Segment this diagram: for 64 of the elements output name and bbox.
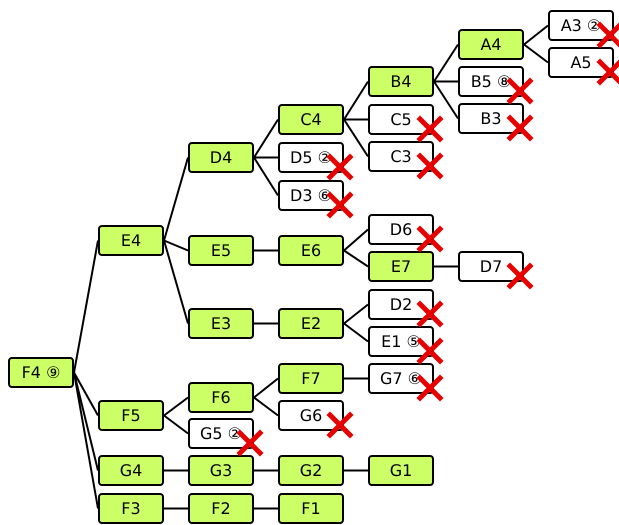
expanded-node-box: F4 ⑨ <box>8 357 74 388</box>
connector-line <box>163 396 189 416</box>
expanded-node-box: F3 <box>98 493 164 524</box>
connector-line <box>344 118 368 120</box>
connector-line <box>343 118 369 158</box>
connector-line <box>254 508 278 510</box>
expanded-node-box: E4 <box>98 225 164 256</box>
connector-line <box>254 156 278 158</box>
connector-line <box>343 228 369 252</box>
expanded-node-box: A4 <box>458 29 524 60</box>
expanded-node-box: E7 <box>368 251 434 282</box>
connector-line <box>523 24 549 46</box>
connector-line <box>343 250 369 268</box>
pruned-node-box: C3 <box>368 141 434 172</box>
connector-line <box>254 470 278 472</box>
pruned-node-box: A5 <box>548 47 614 78</box>
connector-line <box>163 414 189 434</box>
pruned-node-box: D7 <box>458 251 524 282</box>
expanded-node-box: E6 <box>278 235 344 266</box>
expanded-node-box: D4 <box>188 142 254 173</box>
connector-line <box>433 80 459 120</box>
connector-line <box>163 157 189 241</box>
connector-line <box>343 80 369 120</box>
expanded-node-box: F7 <box>278 363 344 394</box>
pruned-node-box: D2 <box>368 289 434 320</box>
expanded-node-box: G3 <box>188 455 254 486</box>
connector-line <box>73 372 99 509</box>
expanded-node-box: G4 <box>98 455 164 486</box>
expanded-node-box: F2 <box>188 493 254 524</box>
connector-line <box>434 80 458 82</box>
connector-line <box>73 240 99 373</box>
expanded-node-box: G1 <box>368 455 434 486</box>
connector-line <box>163 240 189 324</box>
connector-line <box>73 372 99 416</box>
connector-line <box>433 44 459 82</box>
connector-line <box>164 508 188 510</box>
connector-line <box>254 250 278 252</box>
connector-line <box>343 304 369 324</box>
connector-line <box>253 396 279 416</box>
connector-line <box>434 266 458 268</box>
connector-line <box>164 470 188 472</box>
expanded-node-box: E2 <box>278 308 344 339</box>
expanded-node-box: E3 <box>188 308 254 339</box>
connector-line <box>343 322 369 342</box>
pruned-node-box: G6 <box>278 400 344 431</box>
connector-line <box>253 156 279 196</box>
pruned-node-box: B3 <box>458 103 524 134</box>
pruned-node-box: D6 <box>368 214 434 245</box>
connector-line <box>253 378 279 398</box>
expanded-node-box: E5 <box>188 235 254 266</box>
pruned-node-box: C5 <box>368 104 434 135</box>
connector-line <box>73 372 99 471</box>
expanded-node-box: F5 <box>98 400 164 431</box>
expanded-node-box: B4 <box>368 66 434 97</box>
connector-line <box>344 470 368 472</box>
connector-line <box>164 240 188 252</box>
connector-line <box>253 118 279 158</box>
connector-line <box>523 44 549 64</box>
connector-line <box>254 322 278 324</box>
expanded-node-box: G2 <box>278 455 344 486</box>
expanded-node-box: F6 <box>188 382 254 413</box>
connector-line <box>344 378 368 380</box>
expanded-node-box: F1 <box>278 493 344 524</box>
expanded-node-box: C4 <box>278 104 344 135</box>
